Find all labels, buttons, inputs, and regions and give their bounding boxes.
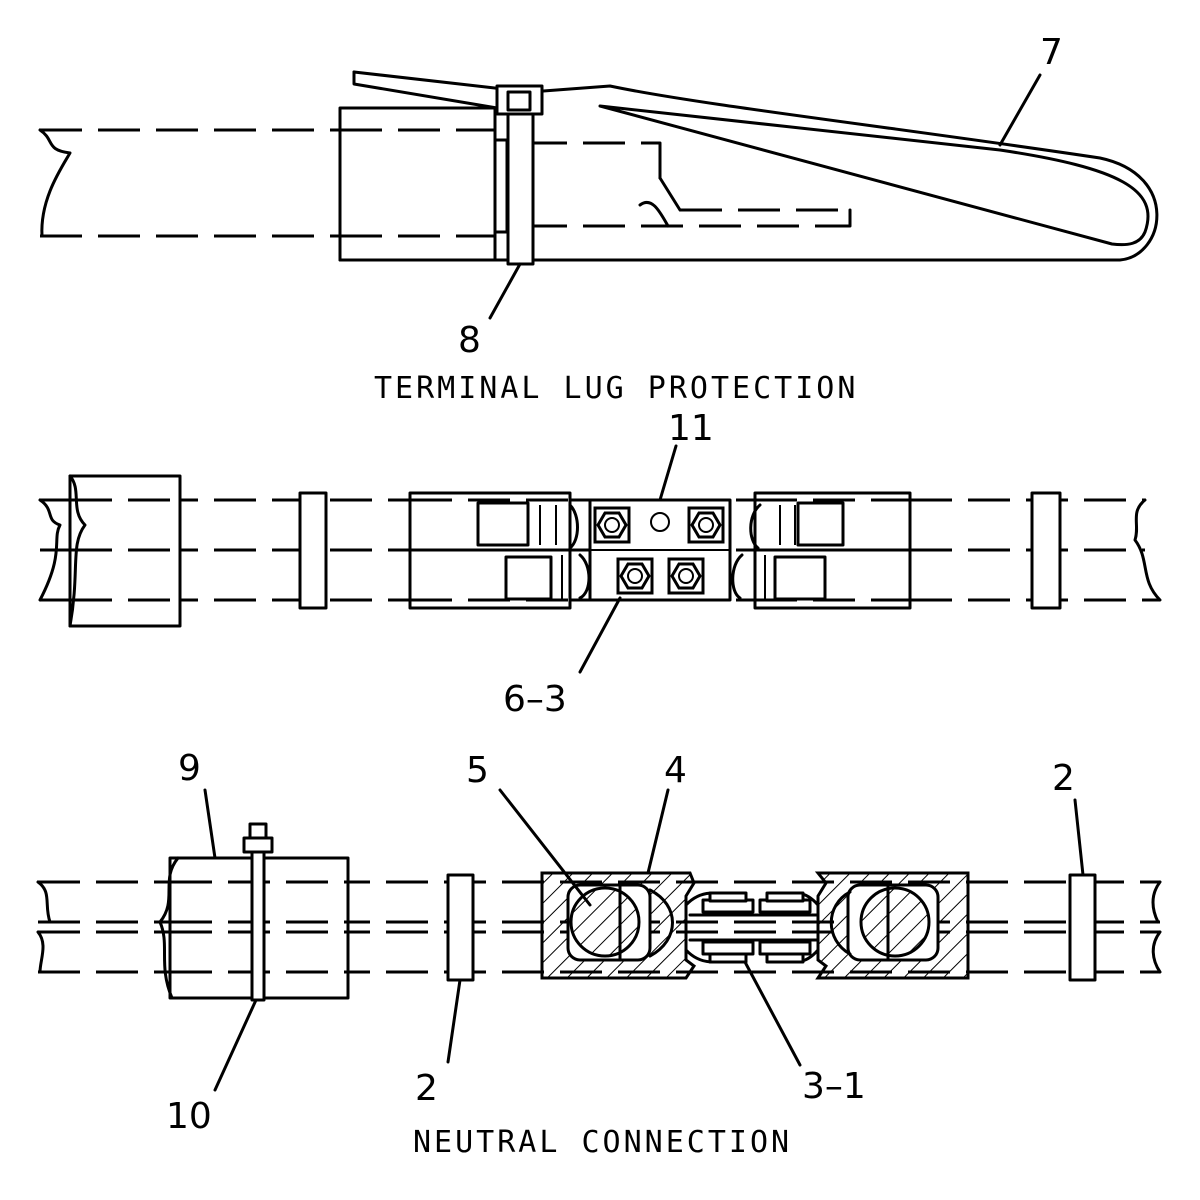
left-connector: [410, 493, 589, 608]
cable-tie: [340, 72, 1157, 260]
center-terminal-block: [590, 500, 730, 600]
band-ring-right: [1070, 875, 1095, 980]
band-left: [300, 493, 326, 608]
right-housing: [818, 873, 968, 978]
terminal-lug-title: TERMINAL LUG PROTECTION: [374, 371, 858, 406]
leader-11: [660, 446, 676, 500]
strap: [244, 824, 272, 1000]
callout-5: 5: [466, 750, 489, 791]
callout-10: 10: [166, 1096, 212, 1137]
cable: [40, 130, 340, 236]
left-housing: [542, 873, 694, 978]
leader-8: [490, 264, 520, 318]
leader-5: [500, 790, 590, 905]
leader-10: [215, 1000, 256, 1090]
bolt-nut-2: [687, 506, 725, 544]
callout-7: 7: [1040, 32, 1063, 73]
right-connector: [733, 493, 910, 608]
band-ring-left: [448, 875, 473, 980]
callout-9: 9: [178, 748, 201, 789]
neutral-connection-view: 9 5 4 2 2 10 3–1 NEUTRAL CONNECTION: [38, 748, 1160, 1160]
neutral-connection-title: NEUTRAL CONNECTION: [413, 1125, 792, 1160]
terminal-lug: [507, 143, 850, 226]
callout-3-1: 3–1: [802, 1066, 866, 1107]
middle-connection-view: 11 6–3: [40, 408, 1160, 720]
leader-2-right: [1075, 800, 1083, 875]
bolt-nut-1: [593, 506, 631, 544]
callout-4: 4: [664, 750, 687, 791]
terminal-lug-view: 7 8 TERMINAL LUG PROTECTION: [40, 32, 1157, 406]
callout-8: 8: [458, 320, 481, 361]
leader-2-left: [448, 980, 460, 1062]
left-sleeve: [70, 476, 180, 626]
band-right: [1032, 493, 1060, 608]
leader-7: [1000, 75, 1040, 145]
strap-head: [497, 86, 542, 264]
bolted-link: [686, 893, 818, 962]
leader-6-3: [580, 598, 620, 672]
leader-4: [648, 790, 668, 873]
callout-11: 11: [668, 408, 714, 449]
callout-2-left: 2: [415, 1068, 438, 1109]
callout-6-3: 6–3: [503, 679, 567, 720]
bolt-nut-3: [616, 557, 654, 595]
leader-9: [205, 790, 215, 858]
callout-2-right: 2: [1052, 758, 1075, 799]
terminal-boot: [340, 108, 507, 260]
leader-3-1: [745, 962, 800, 1065]
bolt-nut-4: [667, 557, 705, 595]
